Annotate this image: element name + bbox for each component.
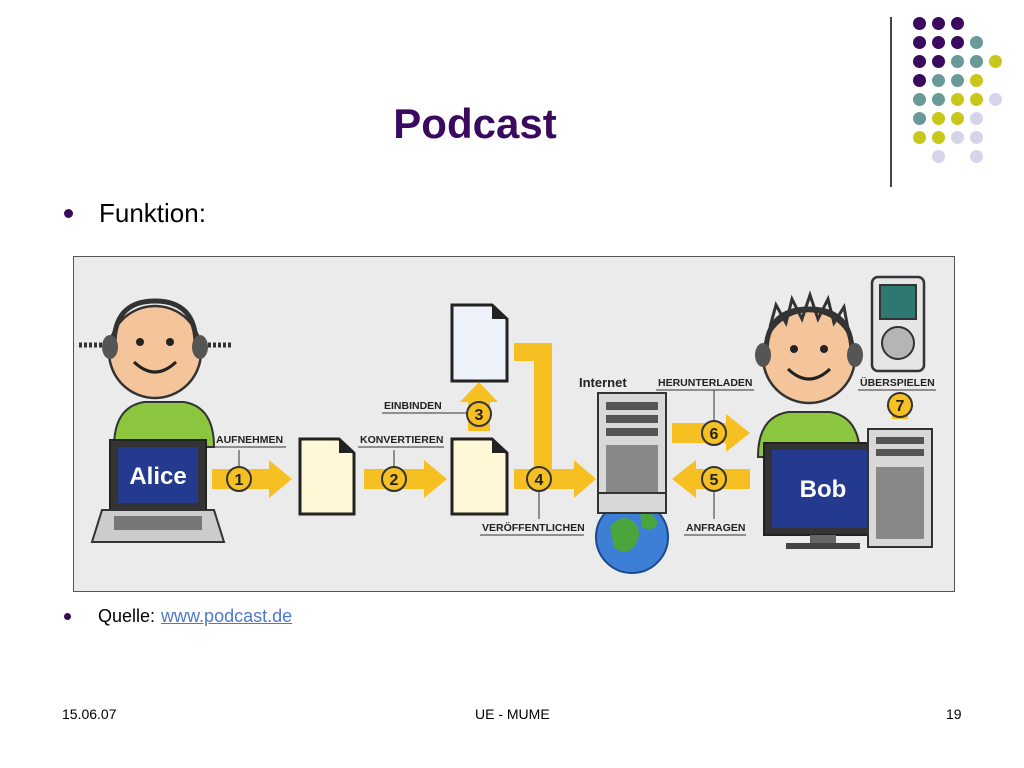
step-5-number: 5	[710, 472, 719, 489]
step-3-number: 3	[475, 407, 484, 424]
dot	[970, 150, 983, 163]
dot	[932, 93, 945, 106]
dot	[970, 55, 983, 68]
dot	[970, 93, 983, 106]
dot	[932, 74, 945, 87]
dot	[913, 93, 926, 106]
bullet-funktion: Funktion:	[64, 198, 206, 229]
dot	[913, 17, 926, 30]
source-label: Quelle:	[98, 606, 156, 626]
document-icon	[298, 437, 356, 516]
dot	[932, 36, 945, 49]
dot	[913, 55, 926, 68]
dot	[951, 131, 964, 144]
dot	[932, 55, 945, 68]
dot	[951, 17, 964, 30]
dot	[913, 131, 926, 144]
dot	[951, 93, 964, 106]
dot	[932, 112, 945, 125]
step-1-label: AUFNEHMEN	[216, 434, 283, 446]
dot	[913, 36, 926, 49]
step-7-label: ÜBERSPIELEN	[860, 376, 935, 389]
footer-date: 15.06.07	[62, 706, 117, 722]
dot	[932, 150, 945, 163]
dot	[932, 131, 945, 144]
internet-server	[595, 392, 669, 574]
footer-page-number: 19	[946, 706, 962, 722]
bullet-source: Quelle: www.podcast.de	[64, 606, 292, 627]
laptop-label: Alice	[129, 463, 186, 490]
monitor-label: Bob	[800, 476, 847, 503]
step-6-number: 6	[710, 426, 719, 443]
feed-document-icon	[450, 303, 509, 383]
dot	[970, 112, 983, 125]
bob-monitor: Bob	[763, 442, 883, 549]
bullet-text: Funktion:	[99, 198, 206, 228]
dot	[951, 55, 964, 68]
footer-title: UE - MUME	[475, 706, 550, 722]
dot	[989, 93, 1002, 106]
podcast-diagram: Alice AUFNEHMEN 1 KONVERTIEREN 2 3 EINBI…	[73, 256, 955, 592]
internet-label: Internet	[579, 375, 627, 390]
arrow-shape	[514, 343, 596, 498]
step-4-label: VERÖFFENTLICHEN	[482, 521, 585, 534]
dot	[989, 55, 1002, 68]
dot	[951, 112, 964, 125]
dot	[951, 74, 964, 87]
step-4-number: 4	[535, 472, 544, 489]
dot	[913, 112, 926, 125]
alice-laptop: Alice	[90, 439, 226, 543]
bullet-icon	[64, 613, 71, 620]
mp3-player-icon	[870, 275, 926, 373]
dot	[951, 36, 964, 49]
step-1-number: 1	[235, 472, 244, 489]
bob-desktop-tower	[867, 428, 933, 548]
step-6-label: HERUNTERLADEN	[658, 377, 753, 389]
step-3-label: EINBINDEN	[384, 400, 442, 412]
page-title: Podcast	[393, 100, 557, 147]
step-7-number: 7	[896, 398, 905, 415]
step-5-label: ANFRAGEN	[686, 522, 746, 534]
title-divider-line	[890, 17, 892, 187]
dot	[913, 74, 926, 87]
alice-figure	[78, 298, 232, 448]
document-icon	[450, 437, 509, 516]
dot	[970, 74, 983, 87]
dot	[932, 17, 945, 30]
dot	[970, 131, 983, 144]
dot	[970, 36, 983, 49]
decorative-dot-grid	[908, 14, 1008, 169]
source-link[interactable]: www.podcast.de	[161, 606, 293, 626]
step-2-label: KONVERTIEREN	[360, 434, 443, 446]
bob-figure	[755, 290, 863, 458]
step-2-number: 2	[390, 472, 399, 489]
bullet-icon	[64, 209, 73, 218]
